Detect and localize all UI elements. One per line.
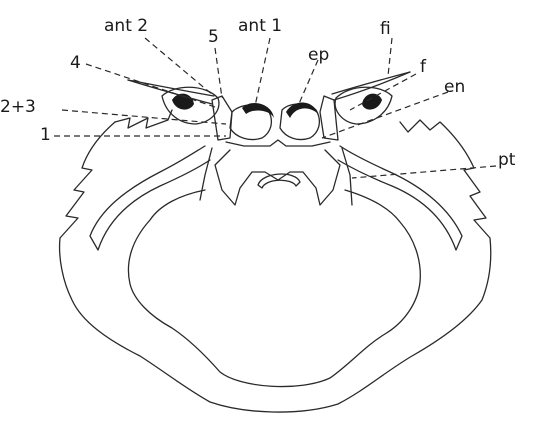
antennule-flagellum-left [242, 103, 274, 118]
label-en: en [444, 77, 465, 97]
epistome [226, 140, 330, 146]
leader-4 [86, 64, 218, 108]
leader-5 [215, 48, 222, 98]
label-1: 1 [40, 125, 51, 145]
pterygostomian-right [342, 148, 352, 205]
right-eye [362, 94, 382, 110]
label-4: 4 [70, 53, 81, 73]
label-ant1: ant 1 [238, 16, 282, 36]
buccal-frame [215, 150, 340, 205]
label-fi: fi [380, 19, 391, 39]
pterygostomian-left [200, 148, 212, 200]
label-5: 5 [208, 27, 219, 47]
leader-23 [62, 110, 226, 124]
left-lateral-lobe [90, 146, 210, 250]
label-f: f [420, 57, 427, 77]
leader-ant1 [255, 38, 270, 106]
right-lateral-lobe [338, 146, 462, 250]
leader-pt [352, 166, 496, 178]
right-frontal-flagellum [332, 72, 410, 94]
posterior-body [128, 190, 420, 387]
leader-en [322, 92, 448, 138]
label-ant2: ant 2 [104, 16, 148, 36]
left-basal-segment [212, 96, 232, 140]
label-ep: ep [308, 45, 329, 65]
carapace-outline [60, 120, 491, 412]
mouth-arch [258, 174, 300, 188]
label-pt: pt [498, 150, 516, 170]
leader-ep [298, 60, 318, 106]
leader-fi [388, 38, 392, 76]
label-2-3: 2+3 [0, 97, 36, 117]
